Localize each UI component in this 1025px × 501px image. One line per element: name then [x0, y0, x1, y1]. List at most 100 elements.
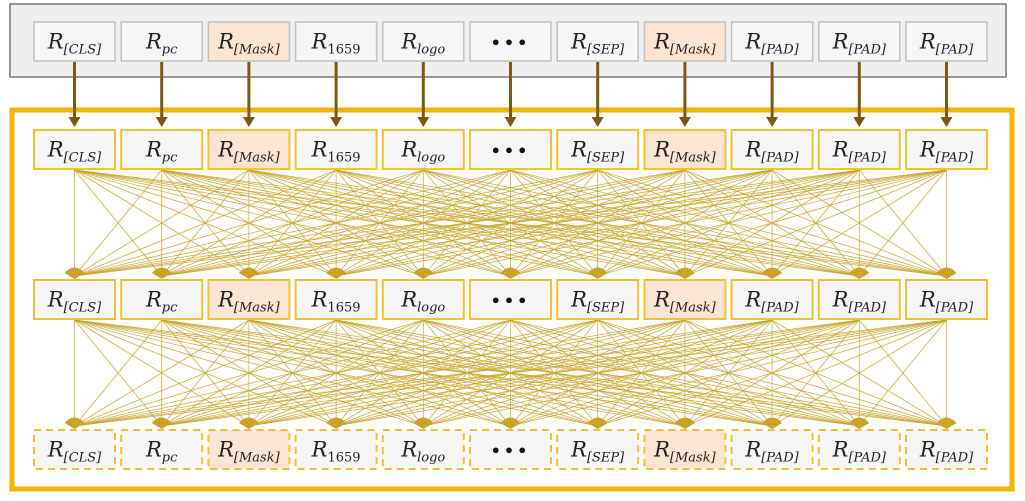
token-base: R: [311, 138, 328, 162]
token-base: R: [744, 438, 761, 462]
token-box: [643, 279, 727, 320]
token-box: [120, 21, 203, 62]
token-subscript: [Mask]: [234, 301, 281, 316]
input-arrow-head: [155, 117, 168, 127]
token-subscript: pc: [162, 43, 178, 58]
token-subscript: logo: [417, 451, 445, 466]
token-box: [643, 21, 727, 62]
token-base: R: [653, 30, 670, 54]
token-base: R: [47, 30, 64, 54]
attention-arrowhead: [151, 417, 172, 429]
token-label: Rpc: [145, 288, 178, 316]
attention-line: [74, 319, 250, 427]
attention-line: [423, 319, 947, 427]
attention-arrowhead: [326, 267, 347, 279]
token-label: R[PAD]: [832, 138, 887, 166]
token-base: R: [832, 288, 849, 312]
token-box: [905, 21, 988, 62]
token-box: [207, 21, 291, 62]
token-box: [730, 21, 814, 62]
token-base: R: [653, 438, 670, 462]
ellipsis-label: •••: [491, 142, 531, 161]
token-label: R[PAD]: [744, 438, 799, 466]
token-box: [381, 429, 465, 470]
token-box: [33, 429, 116, 470]
attention-arrowhead: [413, 417, 434, 429]
token-base: R: [400, 30, 417, 54]
token-base: R: [217, 138, 234, 162]
token-box: [643, 129, 727, 170]
attention-line: [858, 319, 947, 427]
token-subscript: [Mask]: [234, 151, 281, 166]
token-base: R: [832, 138, 849, 162]
token-box: [33, 129, 116, 170]
token-subscript: 1659: [327, 301, 360, 316]
attention-line: [74, 169, 947, 277]
token-base: R: [311, 438, 328, 462]
token-subscript: [Mask]: [670, 151, 717, 166]
token-subscript: [SEP]: [587, 151, 625, 166]
input-arrow-head: [504, 117, 517, 127]
token-base: R: [217, 30, 234, 54]
token-subscript: [Mask]: [670, 301, 717, 316]
token-box: [905, 279, 988, 320]
token-subscript: logo: [417, 151, 445, 166]
attention-arrowhead: [64, 417, 85, 429]
attention-line: [74, 319, 337, 427]
attention-line: [74, 169, 598, 277]
token-label: R[PAD]: [919, 138, 974, 166]
token-base: R: [919, 438, 936, 462]
attention-arrowhead: [762, 417, 783, 429]
attention-line: [74, 169, 424, 277]
token-label: R[Mask]: [653, 288, 716, 316]
attention-line: [161, 319, 947, 427]
attention-arrowhead: [500, 417, 521, 429]
token-label: R[SEP]: [570, 438, 625, 466]
token-box: [469, 129, 552, 170]
ellipsis-label: •••: [491, 442, 531, 461]
token-box: [294, 129, 378, 170]
attention-arrowhead: [674, 267, 695, 279]
attention-line: [74, 169, 511, 277]
token-box: [120, 279, 204, 320]
token-subscript: [PAD]: [848, 301, 886, 316]
token-box: [730, 279, 814, 320]
token-subscript: logo: [417, 43, 445, 58]
token-box: [730, 129, 814, 170]
token-subscript: [PAD]: [761, 451, 799, 466]
token-label: R[SEP]: [570, 138, 625, 166]
token-label: R1659: [311, 438, 361, 466]
token-base: R: [145, 30, 162, 54]
token-box: [556, 21, 639, 62]
attention-line: [74, 169, 685, 277]
attention-line: [597, 319, 947, 427]
token-box: [730, 429, 814, 470]
attention-connections: [64, 169, 957, 429]
token-subscript: [SEP]: [587, 43, 625, 58]
token-box: [556, 429, 640, 470]
attention-line: [510, 319, 947, 427]
token-base: R: [570, 288, 587, 312]
attention-arrowhead: [936, 267, 957, 279]
attention-line: [423, 169, 947, 277]
attention-line: [336, 169, 947, 277]
token-label: Rlogo: [400, 288, 445, 316]
attention-arrowhead: [762, 267, 783, 279]
token-subscript: [PAD]: [848, 43, 886, 58]
input-arrows: [68, 62, 953, 127]
token-box: [207, 429, 291, 470]
token-base: R: [400, 288, 417, 312]
token-box: [294, 429, 378, 470]
attention-line: [248, 319, 947, 427]
token-label: R[Mask]: [217, 288, 280, 316]
token-box: [643, 429, 727, 470]
token-box: [818, 21, 901, 62]
token-box: [817, 279, 901, 320]
token-label: Rpc: [145, 30, 178, 58]
token-subscript: [PAD]: [936, 451, 974, 466]
token-subscript: [CLS]: [64, 43, 103, 58]
token-label: R[Mask]: [653, 138, 716, 166]
